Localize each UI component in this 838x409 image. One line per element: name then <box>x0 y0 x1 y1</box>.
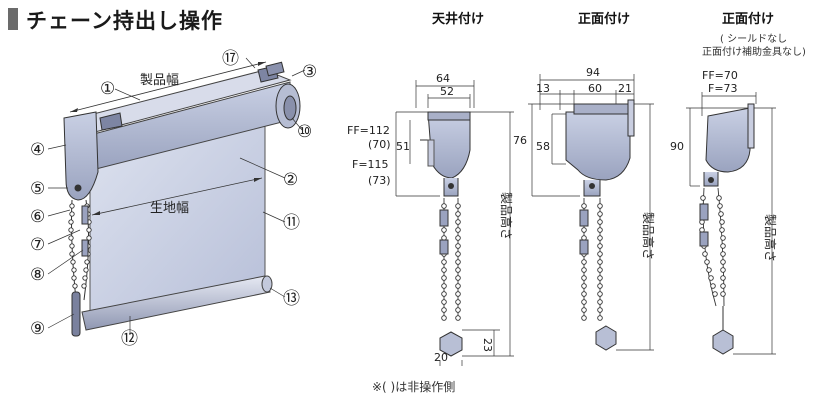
front-chain-weight <box>595 325 617 351</box>
dim-ff70: FF=70 <box>702 69 738 82</box>
product-height-label-1: 製品高さ <box>499 192 514 240</box>
dim-23: 23 <box>481 338 494 352</box>
callout-2: ② <box>283 170 298 190</box>
dim-51: 51 <box>396 140 410 153</box>
callout-7: ⑦ <box>30 235 45 255</box>
front-bracket <box>565 111 631 181</box>
front-mount-view: 94 13 60 21 76 58 製品高さ <box>513 66 656 351</box>
dim-ff112-alt: (70) <box>368 138 391 151</box>
dim-60: 60 <box>588 82 602 95</box>
fabric-width-label: 生地幅 <box>150 201 189 216</box>
callout-6: ⑥ <box>30 207 45 227</box>
operation-unit <box>63 111 99 201</box>
ceiling-chain-weight <box>439 331 463 357</box>
callout-10: ⑩ <box>297 122 312 142</box>
product-height-label-2: 製品高さ <box>641 212 656 260</box>
dim-52: 52 <box>440 85 454 98</box>
dim-20: 20 <box>434 351 448 364</box>
product-height-label-3: 製品高さ <box>763 214 778 262</box>
dim-13: 13 <box>536 82 550 95</box>
front-mount-noshield-subtitle-1: ( シールドなし <box>720 34 788 45</box>
dim-76: 76 <box>513 134 527 147</box>
callout-3: ③ <box>302 62 317 82</box>
bottom-bar <box>81 275 271 331</box>
dim-21: 21 <box>618 82 632 95</box>
callout-9: ⑨ <box>30 319 45 339</box>
title-marker <box>8 8 18 30</box>
callout-1: ① <box>100 79 115 99</box>
noshield-bracket <box>705 107 751 173</box>
callout-12: ⑫ <box>121 329 138 349</box>
ceiling-mount-view: 64 52 FF=112 (70) 51 F=115 (73) 20 23 製品… <box>347 72 514 366</box>
dim-90: 90 <box>670 140 684 153</box>
isometric-view: 製品幅 生地幅 ① ② ③ <box>30 49 317 349</box>
callout-13: ⑬ <box>283 289 300 309</box>
callout-8: ⑧ <box>30 265 45 285</box>
front-mount-noshield-subtitle-2: 正面付け補助金具なし) <box>702 47 806 58</box>
dim-f73: F=73 <box>708 82 738 95</box>
chain-weight <box>71 291 81 337</box>
product-width-label: 製品幅 <box>140 73 179 88</box>
dim-ff112: FF=112 <box>347 124 390 137</box>
footnote: ※( )は非操作側 <box>372 380 456 394</box>
front-mount-title: 正面付け <box>578 12 631 27</box>
callout-4: ④ <box>30 140 45 160</box>
page-title: チェーン持出し操作 <box>26 9 223 33</box>
dim-f115-alt: (73) <box>368 174 391 187</box>
noshield-chain-weight <box>712 329 734 355</box>
bottom-bar-end <box>261 275 273 293</box>
callout-5: ⑤ <box>30 179 45 199</box>
ceiling-bracket <box>427 111 471 179</box>
dim-64: 64 <box>436 72 450 85</box>
ceiling-mount-title: 天井付け <box>432 12 485 27</box>
callout-17: ⑰ <box>222 49 239 69</box>
dim-58: 58 <box>536 140 550 153</box>
brackets <box>99 112 123 131</box>
dim-94: 94 <box>586 66 600 79</box>
front-mount-noshield-title: 正面付け <box>722 12 775 27</box>
front-mount-noshield-view: FF=70 F=73 90 製品高さ <box>670 69 778 355</box>
dim-f115: F=115 <box>352 158 389 171</box>
callout-11: ⑪ <box>283 213 300 233</box>
